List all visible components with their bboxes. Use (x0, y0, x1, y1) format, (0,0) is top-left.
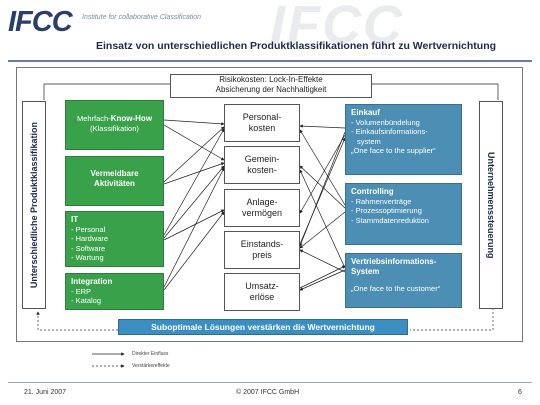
cost-line-2: kosten (248, 123, 276, 133)
cost-line-1: Umsatz- (245, 281, 279, 291)
cost-line-1: Einstands- (240, 239, 284, 249)
integration-item: - Katalog (71, 296, 102, 305)
legend-direct-influence: Direkter Einfluss (132, 351, 169, 357)
know-how-box: Mehrfach-Know-How (Klassifikation) (65, 100, 164, 150)
purchasing-item: „One face to the supplier“ (351, 146, 436, 155)
footer-copyright: © 2007 IFCC GmbH (236, 389, 300, 396)
know-how-title: Know-How (110, 114, 153, 123)
title-divider (8, 60, 532, 62)
cost-box-revenue: Umsatz-erlöse (224, 273, 300, 311)
it-item: - Personal (71, 224, 106, 234)
footer-page-number: 6 (518, 389, 522, 396)
it-box: IT - Personal - Hardware - Software - Wa… (65, 211, 164, 267)
right-vertical-label: Unternehmenssteuerung (479, 101, 503, 309)
integration-box: Integration - ERP - Katalog (65, 273, 164, 310)
it-title: IT (71, 215, 79, 224)
legend-amplifier-effects: Verstärkereffekte (132, 363, 170, 369)
cost-line-1: Gemein- (244, 154, 280, 164)
logo-subtitle: Institute for collaborative Classificati… (82, 14, 202, 21)
integration-title: Integration (71, 277, 113, 286)
cost-line-2: preis (252, 250, 272, 260)
right-label-text: Unternehmenssteuerung (486, 151, 496, 259)
know-how-subtitle: (Klassifikation) (90, 123, 139, 133)
risk-line-2: Absicherung der Nachhaltigkeit (215, 85, 327, 94)
controlling-title: Controlling (351, 187, 394, 196)
it-item: - Hardware (71, 234, 109, 243)
cost-line-2: erlöse (249, 292, 275, 302)
sales-info-item: „One face to the customer“ (351, 284, 441, 293)
purchasing-item: - Volumenbündelung (351, 117, 420, 127)
ifcc-logo: IFCC (8, 6, 73, 38)
cost-line-2: vermögen (241, 208, 283, 218)
controlling-item: - Prozessoptimierung (351, 206, 422, 215)
left-vertical-label: Unterschiedliche Produktklassifikation (22, 101, 46, 309)
cost-line-1: Personal- (242, 112, 282, 122)
purchasing-box: Einkauf - Volumenbündelung - Einkaufsinf… (345, 104, 462, 175)
avoidable-activities-box: Vermeidbare Aktivitäten (65, 156, 164, 206)
suboptimal-solutions-banner: Suboptimale Lösungen verstärken die Wert… (118, 319, 408, 335)
watermark-logo: IFCC (270, 0, 404, 55)
controlling-box: Controlling - Rahmenverträge - Prozessop… (345, 183, 462, 245)
slide-title: Einsatz von unterschiedlichen Produktkla… (96, 40, 497, 52)
controlling-item: - Rahmenverträge (351, 196, 412, 206)
sales-info-title: Vertriebsinformations- (351, 257, 437, 266)
footer-divider (8, 382, 532, 383)
left-label-text: Unterschiedliche Produktklassifikation (29, 121, 39, 289)
purchasing-item: system (357, 136, 381, 146)
cost-box-overhead: Gemein-kosten- (224, 146, 300, 184)
risk-line-1: Risikokosten: Lock-In-Effekte (219, 75, 323, 84)
cost-box-assets: Anlage-vermögen (224, 189, 300, 227)
it-item: - Software (71, 243, 106, 253)
integration-item: - ERP (71, 286, 92, 296)
controlling-item: - Stammdatenreduktion (351, 215, 429, 225)
purchasing-item: - Einkaufsinformations- (351, 127, 428, 136)
cost-line-2: kosten- (247, 165, 277, 175)
avoidable-activities-title: Vermeidbare Aktivitäten (90, 169, 139, 188)
risk-costs-box: Risikokosten: Lock-In-Effekte Absicherun… (170, 74, 372, 98)
cost-box-purchase-price: Einstands-preis (224, 231, 300, 269)
sales-info-system-box: Vertriebsinformations- System „One face … (345, 253, 462, 308)
purchasing-title: Einkauf (351, 108, 380, 117)
cost-line-1: Anlage- (246, 197, 278, 207)
sales-info-title-2: System (351, 266, 380, 276)
know-how-prefix: Mehrfach- (76, 114, 111, 123)
footer-date: 21. Juni 2007 (24, 389, 67, 396)
it-item: - Wartung (71, 253, 104, 262)
cost-box-personnel: Personal-kosten (224, 104, 300, 142)
